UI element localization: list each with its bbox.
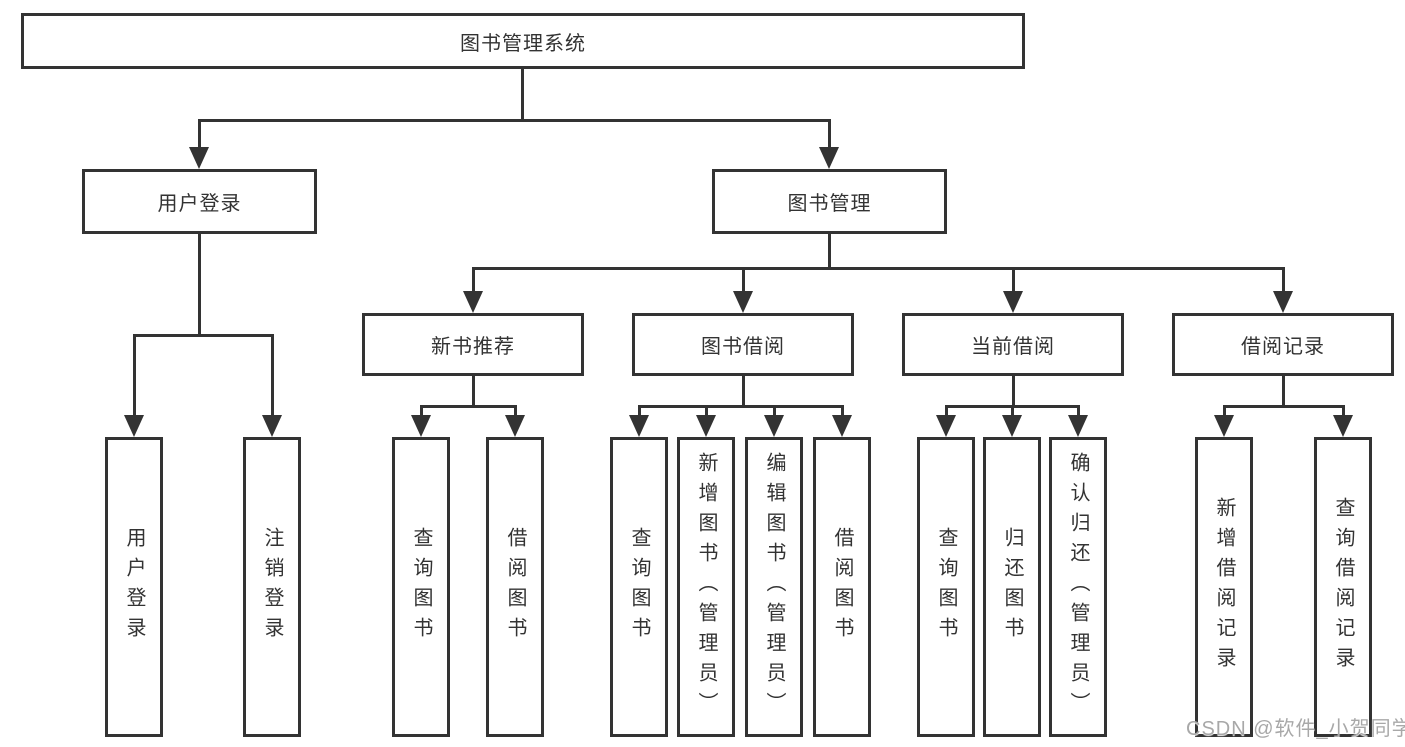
connector-line: [198, 119, 201, 149]
connector-line: [133, 334, 136, 417]
connector-line: [828, 233, 831, 269]
leaf-label: 查询图书: [410, 527, 432, 647]
leaf-query-books-recommend: 查询图书: [392, 437, 450, 737]
leaf-query-books-current: 查询图书: [917, 437, 975, 737]
leaf-add-book-admin: 新增图书（管理员）: [677, 437, 735, 737]
connector-line: [1012, 267, 1015, 293]
leaf-borrow-books: 借阅图书: [813, 437, 871, 737]
node-label: 图书管理: [787, 193, 872, 215]
leaf-label: 新增借阅记录: [1213, 497, 1235, 677]
arrow-down-icon: [1002, 415, 1022, 437]
connector-line: [1282, 267, 1285, 293]
leaf-label: 查询借阅记录: [1332, 497, 1354, 677]
arrow-down-icon: [733, 291, 753, 313]
node-user-login: 用户登录: [82, 169, 317, 234]
leaf-confirm-return-admin: 确认归还（管理员）: [1049, 437, 1107, 737]
node-current-borrowing: 当前借阅: [902, 313, 1124, 376]
leaf-label: 确认归还（管理员）: [1067, 452, 1089, 722]
arrow-down-icon: [936, 415, 956, 437]
node-label: 当前借阅: [971, 336, 1055, 358]
arrow-down-icon: [629, 415, 649, 437]
arrow-down-icon: [1003, 291, 1023, 313]
leaf-label: 新增图书（管理员）: [695, 452, 717, 722]
connector-line: [472, 267, 1285, 270]
leaf-label: 注销登录: [261, 527, 283, 647]
node-new-book-recommendation: 新书推荐: [362, 313, 584, 376]
connector-line: [841, 405, 844, 417]
connector-line: [521, 69, 524, 121]
leaf-return-book: 归还图书: [983, 437, 1041, 737]
leaf-user-login: 用户登录: [105, 437, 163, 737]
leaf-label: 借阅图书: [504, 527, 526, 647]
connector-line: [420, 405, 517, 408]
arrow-down-icon: [1068, 415, 1088, 437]
leaf-edit-book-admin: 编辑图书（管理员）: [745, 437, 803, 737]
node-label: 新书推荐: [431, 336, 515, 358]
connector-line: [705, 405, 708, 417]
leaf-query-borrow-record: 查询借阅记录: [1314, 437, 1372, 737]
node-label: 用户登录: [157, 193, 242, 215]
connector-line: [1282, 375, 1285, 407]
connector-line: [638, 405, 641, 417]
connector-line: [828, 119, 831, 149]
arrow-down-icon: [124, 415, 144, 437]
leaf-label: 查询图书: [628, 527, 650, 647]
node-label: 图书借阅: [701, 336, 785, 358]
leaf-label: 归还图书: [1001, 527, 1023, 647]
node-label: 图书管理系统: [460, 32, 586, 55]
connector-line: [742, 375, 745, 407]
connector-line: [1077, 405, 1080, 417]
arrow-down-icon: [764, 415, 784, 437]
arrow-down-icon: [505, 415, 525, 437]
arrow-down-icon: [832, 415, 852, 437]
connector-line: [133, 334, 274, 337]
arrow-down-icon: [189, 147, 209, 169]
node-book-borrowing: 图书借阅: [632, 313, 854, 376]
connector-line: [271, 334, 274, 417]
leaf-add-borrow-record: 新增借阅记录: [1195, 437, 1253, 737]
connector-line: [1011, 405, 1014, 417]
node-label: 借阅记录: [1241, 336, 1325, 358]
leaf-query-books-borrowing: 查询图书: [610, 437, 668, 737]
arrow-down-icon: [411, 415, 431, 437]
node-book-management: 图书管理: [712, 169, 947, 234]
node-root-library-system: 图书管理系统: [21, 13, 1025, 69]
connector-line: [1012, 375, 1015, 407]
node-borrowing-records: 借阅记录: [1172, 313, 1394, 376]
arrow-down-icon: [1333, 415, 1353, 437]
connector-line: [198, 233, 201, 336]
connector-line: [472, 267, 475, 293]
arrow-down-icon: [1214, 415, 1234, 437]
arrow-down-icon: [262, 415, 282, 437]
leaf-borrow-books-recommend: 借阅图书: [486, 437, 544, 737]
leaf-label: 用户登录: [123, 527, 145, 647]
csdn-watermark: CSDN @软件_小贺同学: [1186, 718, 1405, 740]
leaf-logout: 注销登录: [243, 437, 301, 737]
arrow-down-icon: [463, 291, 483, 313]
leaf-label: 编辑图书（管理员）: [763, 452, 785, 722]
connector-line: [638, 405, 844, 408]
arrow-down-icon: [819, 147, 839, 169]
arrow-down-icon: [696, 415, 716, 437]
connector-line: [742, 267, 745, 293]
arrow-down-icon: [1273, 291, 1293, 313]
connector-line: [1342, 405, 1345, 417]
connector-line: [773, 405, 776, 417]
leaf-label: 查询图书: [935, 527, 957, 647]
leaf-label: 借阅图书: [831, 527, 853, 647]
connector-line: [1223, 405, 1226, 417]
connector-line: [420, 405, 423, 417]
connector-line: [198, 119, 831, 122]
connector-line: [472, 375, 475, 407]
connector-line: [514, 405, 517, 417]
connector-line: [945, 405, 948, 417]
connector-line: [1223, 405, 1345, 408]
